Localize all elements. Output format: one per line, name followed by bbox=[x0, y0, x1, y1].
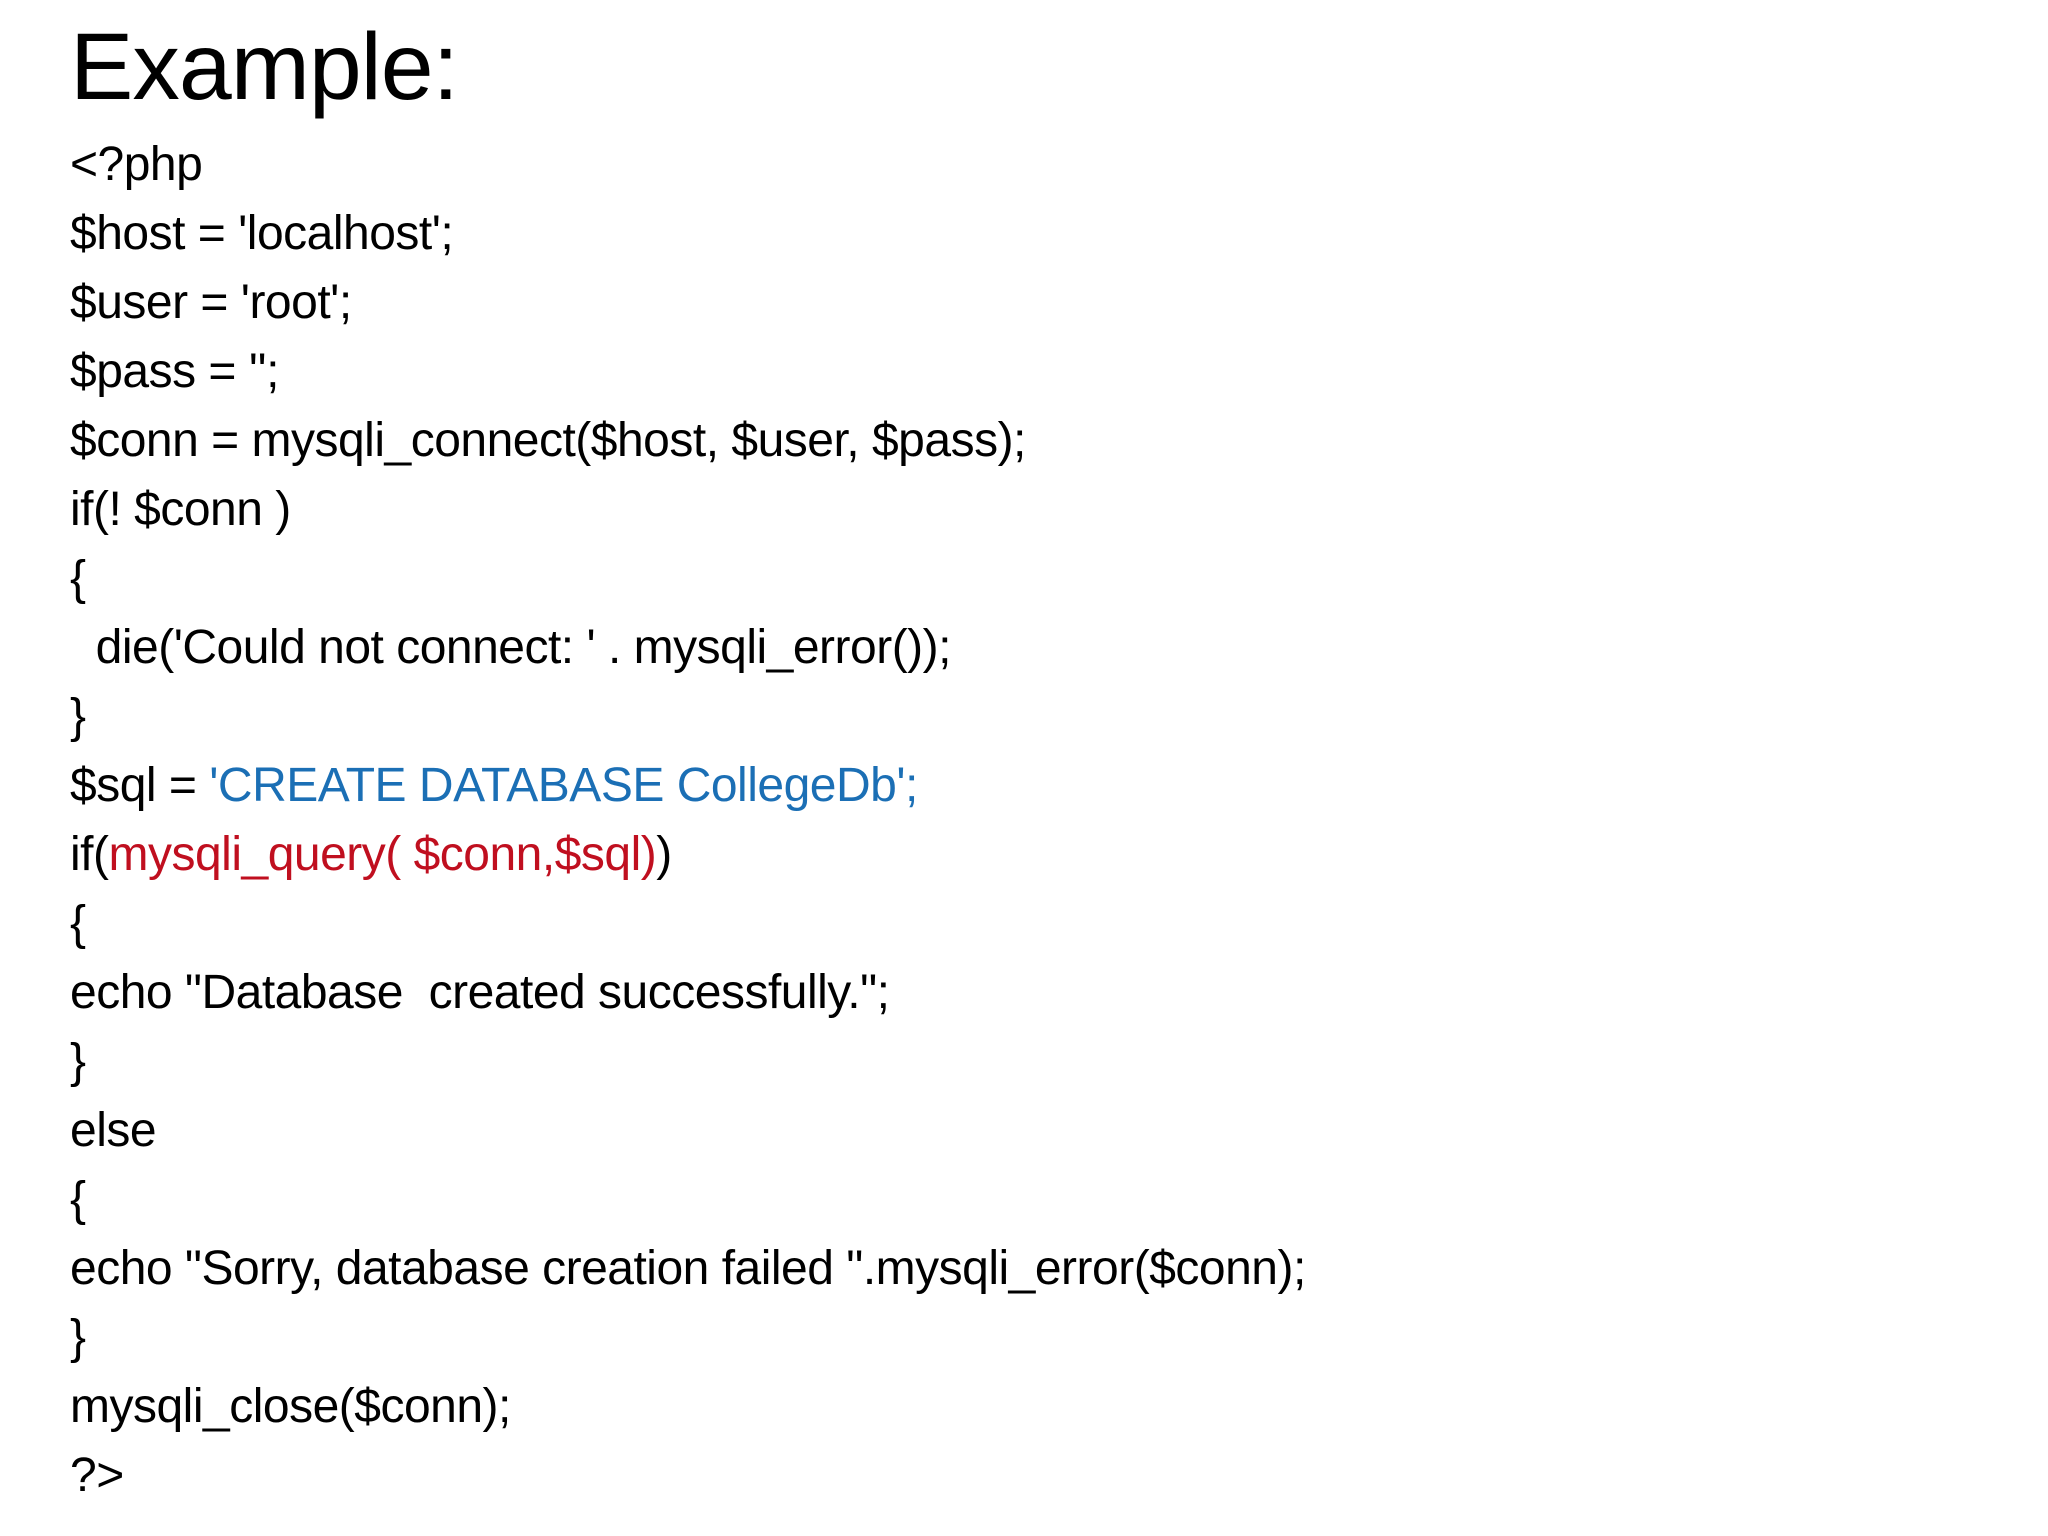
code-line: if(mysqli_query( $conn,$sql)) bbox=[70, 820, 2008, 889]
code-line: mysqli_close($conn); bbox=[70, 1372, 2008, 1441]
code-segment-black: } bbox=[70, 1311, 86, 1365]
code-line: } bbox=[70, 682, 2008, 751]
code-segment-black: if(! $conn ) bbox=[70, 483, 291, 537]
code-line: <?php bbox=[70, 130, 2008, 199]
code-segment-black: { bbox=[70, 1173, 86, 1227]
code-segment-black: <?php bbox=[70, 138, 203, 192]
code-line: ?> bbox=[70, 1441, 2008, 1510]
code-segment-black: ) bbox=[656, 828, 672, 882]
code-segment-black: } bbox=[70, 1035, 86, 1089]
code-segment-black: echo "Database created successfully."; bbox=[70, 966, 890, 1020]
code-line: die('Could not connect: ' . mysqli_error… bbox=[70, 613, 2008, 682]
code-line: $user = 'root'; bbox=[70, 268, 2008, 337]
code-line: echo "Database created successfully."; bbox=[70, 958, 2008, 1027]
code-line: $pass = ''; bbox=[70, 337, 2008, 406]
code-segment-red: mysqli_query( $conn,$sql) bbox=[108, 828, 657, 882]
code-segment-black: } bbox=[70, 690, 86, 744]
code-segment-black: { bbox=[70, 552, 86, 606]
code-segment-black: $sql = bbox=[70, 759, 210, 813]
code-segment-black: $host = 'localhost'; bbox=[70, 207, 454, 261]
code-segment-black: die('Could not connect: ' . mysqli_error… bbox=[70, 621, 952, 675]
code-segment-black: else bbox=[70, 1104, 157, 1158]
code-block: <?php $host = 'localhost'; $user = 'root';… bbox=[70, 130, 2008, 1510]
code-segment-black: $conn = mysqli_connect($host, $user, $pa… bbox=[70, 414, 1026, 468]
code-line: $sql = 'CREATE DATABASE CollegeDb'; bbox=[70, 751, 2008, 820]
code-segment-black: if( bbox=[70, 828, 109, 882]
code-line: { bbox=[70, 544, 2008, 613]
code-segment-black: { bbox=[70, 897, 86, 951]
code-line: else bbox=[70, 1096, 2008, 1165]
code-line: { bbox=[70, 1165, 2008, 1234]
code-segment-black: $pass = ''; bbox=[70, 345, 279, 399]
code-line: $conn = mysqli_connect($host, $user, $pa… bbox=[70, 406, 2008, 475]
code-line: $host = 'localhost'; bbox=[70, 199, 2008, 268]
code-line: } bbox=[70, 1303, 2008, 1372]
code-line: } bbox=[70, 1027, 2008, 1096]
code-segment-black: $user = 'root'; bbox=[70, 276, 352, 330]
page-title: Example: bbox=[70, 14, 459, 120]
code-segment-black: ?> bbox=[70, 1449, 124, 1503]
code-segment-black: echo "Sorry, database creation failed ".… bbox=[70, 1242, 1306, 1296]
code-line: echo "Sorry, database creation failed ".… bbox=[70, 1234, 2008, 1303]
code-line: if(! $conn ) bbox=[70, 475, 2008, 544]
code-segment-blue: 'CREATE DATABASE CollegeDb'; bbox=[209, 759, 918, 813]
code-segment-black: mysqli_close($conn); bbox=[70, 1380, 511, 1434]
code-line: { bbox=[70, 889, 2008, 958]
